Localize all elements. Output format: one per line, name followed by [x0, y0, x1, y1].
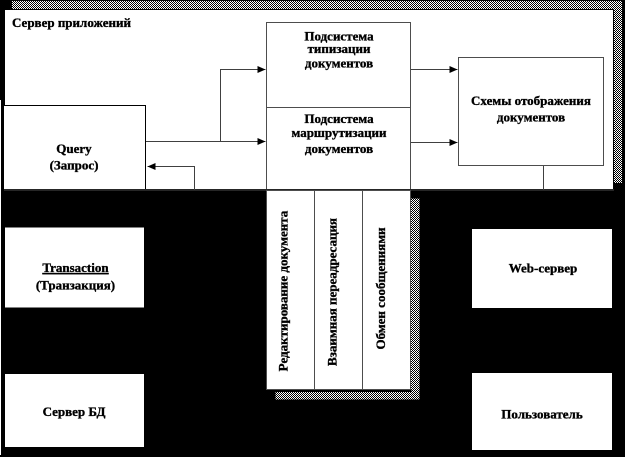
svg-text:Подсистема: Подсистема: [304, 111, 374, 126]
svg-text:(Запрос): (Запрос): [50, 158, 99, 173]
svg-text:(Транзакция): (Транзакция): [36, 278, 115, 293]
svg-text:Сервер БД: Сервер БД: [43, 404, 106, 419]
svg-text:документов: документов: [497, 110, 565, 125]
svg-text:Обмен сообщениями: Обмен сообщениями: [373, 227, 388, 350]
svg-text:документов: документов: [305, 141, 373, 156]
svg-text:Взаимная переадресация: Взаимная переадресация: [325, 218, 340, 366]
svg-text:Редактирование документа: Редактирование документа: [276, 210, 291, 371]
svg-text:маршрутизации: маршрутизации: [291, 125, 387, 140]
svg-text:Web-сервер: Web-сервер: [509, 261, 578, 276]
svg-text:Transaction: Transaction: [42, 260, 109, 275]
svg-text:Подсистема: Подсистема: [304, 29, 374, 44]
svg-text:документов: документов: [305, 56, 373, 71]
svg-text:типизации: типизации: [307, 41, 371, 56]
svg-text:Query: Query: [56, 141, 92, 156]
svg-text:Схемы отображения: Схемы отображения: [471, 93, 591, 108]
svg-text:Сервер приложений: Сервер приложений: [12, 15, 132, 30]
svg-text:Пользователь: Пользователь: [501, 407, 583, 422]
